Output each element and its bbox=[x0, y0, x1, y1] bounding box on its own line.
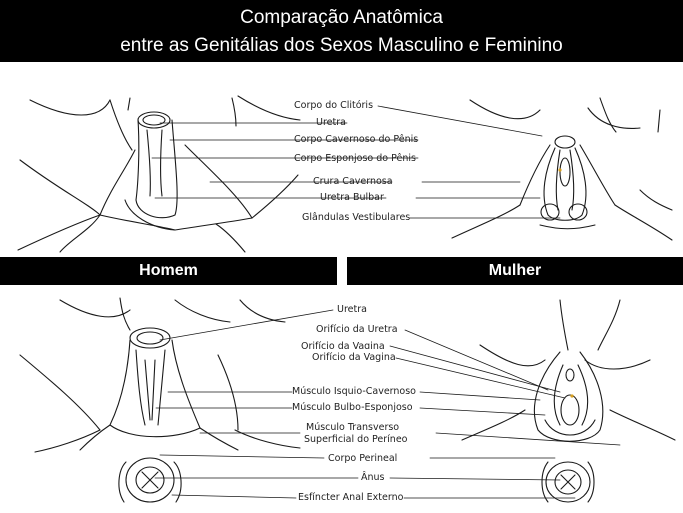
label-corpo-cavernoso: Corpo Cavernoso do Pênis bbox=[294, 134, 418, 146]
label-superficial-perineo: Superficial do Períneo bbox=[304, 434, 407, 446]
label-uretra-top: Uretra bbox=[316, 117, 346, 129]
label-orificio-vagina-2: Orifício da Vagina bbox=[312, 352, 396, 364]
male-bottom-figure bbox=[20, 298, 300, 502]
label-orificio-uretra: Orifício da Uretra bbox=[316, 324, 398, 336]
label-glandulas-vestibulares: Glândulas Vestibulares bbox=[302, 212, 410, 224]
label-corpo-esponjoso: Corpo Esponjoso do Pênis bbox=[294, 153, 416, 165]
female-top-figure bbox=[452, 98, 672, 240]
label-musculo-isquio: Músculo Isquio-Cavernoso bbox=[292, 386, 416, 398]
band-homem: Homem bbox=[0, 257, 337, 285]
label-esfincter-anal: Esfíncter Anal Externo bbox=[298, 492, 403, 504]
label-uretra-bottom: Uretra bbox=[337, 304, 367, 316]
label-corpo-clitoris: Corpo do Clitóris bbox=[294, 100, 373, 112]
band-gap bbox=[337, 257, 347, 285]
label-musculo-bulbo: Músculo Bulbo-Esponjoso bbox=[292, 402, 413, 414]
label-orificio-vagina-1: Orifício da Vagina bbox=[301, 341, 385, 349]
band-mulher: Mulher bbox=[347, 257, 683, 285]
label-anus: Ânus bbox=[361, 472, 385, 484]
female-bottom-figure bbox=[462, 300, 675, 502]
label-uretra-bulbar: Uretra Bulbar bbox=[320, 192, 384, 204]
label-musculo-transverso: Músculo Transverso bbox=[306, 422, 399, 434]
urethra-mark bbox=[570, 394, 573, 397]
clitoris-mark bbox=[558, 168, 561, 171]
male-top-figure bbox=[18, 96, 300, 252]
label-corpo-perineal: Corpo Perineal bbox=[328, 453, 397, 465]
label-crura-cavernosa: Crura Cavernosa bbox=[313, 176, 393, 188]
